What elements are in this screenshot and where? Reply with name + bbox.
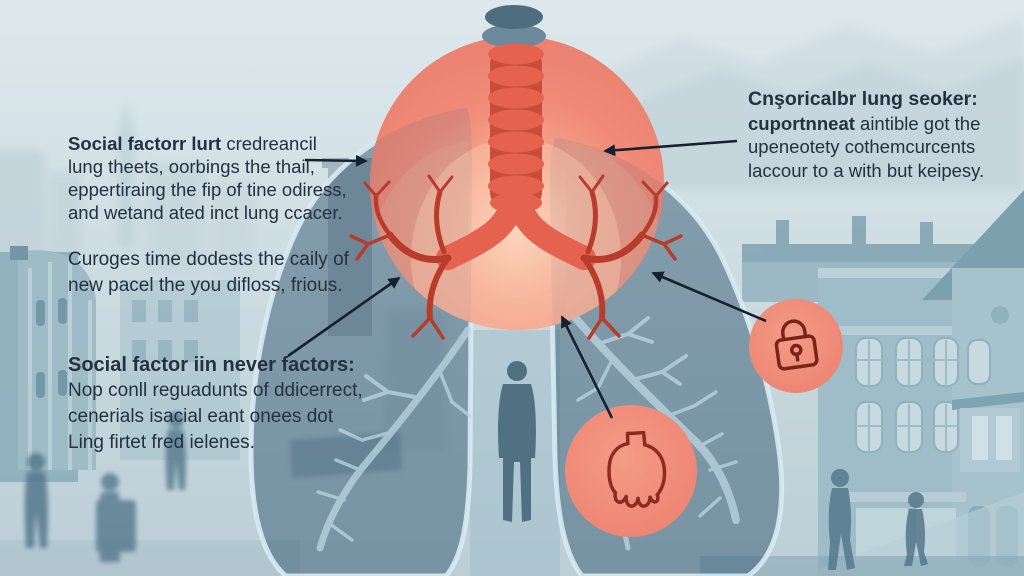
larynx-cap (482, 5, 546, 48)
annotation-line: Nop conll reguadunts of ddicerrect, (68, 380, 363, 401)
arrow-lock-to-lung (651, 271, 767, 323)
annotation-line: eppertiraing the fip of tine odiress, (68, 179, 347, 200)
annotation-line: laccour to a with but keipesy. (748, 159, 985, 181)
trachea-illustration (436, 43, 596, 270)
annotation-lead-rest: credreancil (221, 133, 317, 154)
annotation-line: Social factorr lurt credreancil (68, 132, 398, 155)
annotation-line: upeneotety cothemcurcents (748, 136, 976, 157)
annotation-line: cenerials isacial eant onees dot (68, 406, 334, 427)
lungs-illustration (251, 108, 782, 576)
annotation-line: new pacel the you difloss, frious. (68, 275, 343, 296)
annotation-lead-bold: cuportnneat (748, 112, 855, 134)
annotation-heading: Social factor iin never factors: (68, 354, 355, 376)
bronchial-branches-light (316, 296, 740, 552)
street-right (700, 556, 1024, 576)
annotation-line: lung theets, oorbings the thail, (68, 156, 315, 177)
left-classical-building (0, 246, 240, 482)
annotation-line: cuportnneat aintible got the (748, 112, 1024, 136)
annotation-lead-rest: aintible got the (854, 112, 981, 134)
street-left (0, 540, 300, 576)
padlock-icon (774, 319, 819, 371)
mountains (590, 18, 1024, 190)
annotation-line: Curoges time dodests the caily of (68, 249, 349, 270)
bronchial-tree-dark (349, 174, 683, 340)
callout-arrows (287, 139, 767, 419)
annotation-lead-bold: Social factorr lurt (68, 133, 222, 154)
fist-highlight-circle (565, 405, 697, 537)
arrow-bottom-left (287, 276, 401, 358)
lock-highlight-circle (749, 299, 843, 393)
arrow-top-left (304, 154, 368, 167)
annotation-line: Ling firtet fred ielenes. (68, 432, 255, 453)
fist-icon (607, 430, 667, 508)
annotation-heading: Cnşoricalbr lung seoker: (748, 88, 978, 110)
annotation-top-left: Social factorr lurt credreancil lung the… (68, 132, 398, 224)
arrow-fist-to-circle (560, 315, 614, 419)
annotation-mid-left: Curoges time dodests the caily of new pa… (68, 247, 398, 299)
arrow-right (603, 139, 738, 157)
annotation-line: and wetand ated inct lung ccacer. (68, 202, 343, 223)
annotation-bottom-left: Social factor iin never factors: Nop con… (68, 352, 398, 456)
annotation-right: Cnşoricalbr lung seoker: cuportnneat ain… (748, 88, 1024, 182)
